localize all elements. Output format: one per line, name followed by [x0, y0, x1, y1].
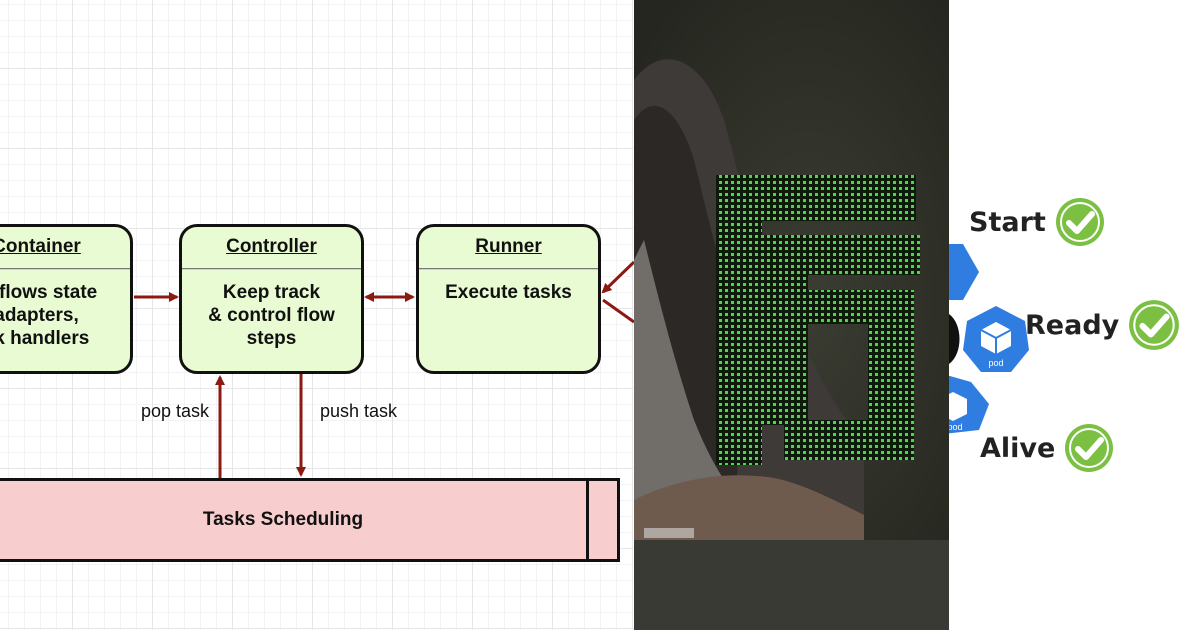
check-icon	[1055, 198, 1104, 246]
runner-node: Runner Execute tasks	[416, 224, 601, 374]
pop-task-label: pop task	[141, 401, 210, 421]
pod-icon: pod	[949, 375, 989, 434]
probe-alive: Alive	[980, 422, 1115, 474]
image-bottom-band	[634, 540, 949, 630]
pod-label: pod	[988, 358, 1003, 368]
controller-node: Controller Keep track & control flow ste…	[179, 224, 364, 374]
runner-node-body: Execute tasks	[445, 282, 572, 303]
scheduler-divider	[586, 481, 589, 559]
architecture-diagram-panel: Container re flows state adapters, sk ha…	[0, 0, 634, 630]
tasks-scheduling-label: Tasks Scheduling	[202, 509, 364, 530]
push-task-label: push task	[320, 401, 398, 421]
incoming-runner-arrow-upper	[601, 260, 634, 294]
runner-node-title: Runner	[419, 227, 598, 269]
pod-label: pod	[949, 422, 963, 432]
probe-alive-label: Alive	[980, 432, 1056, 464]
container-node-title: Container	[0, 227, 130, 269]
code-glyph-icon	[716, 175, 920, 465]
controller-node-title: Controller	[182, 227, 361, 269]
diagram-arrows	[134, 260, 634, 478]
probe-start-label: Start	[969, 206, 1046, 238]
hooded-figure-image-panel	[634, 0, 949, 630]
pod-edge-icon	[949, 314, 960, 364]
check-icon	[1129, 300, 1180, 350]
container-node: Container re flows state adapters, sk ha…	[0, 224, 133, 374]
container-node-body: re flows state adapters, sk handlers	[0, 282, 98, 349]
probe-ready-label: Ready	[1025, 309, 1120, 341]
incoming-runner-arrow-lower	[602, 298, 634, 324]
controller-node-body: Keep track & control flow steps	[208, 282, 335, 349]
pod-icon: pod	[963, 306, 1029, 372]
tasks-scheduling-node: Tasks Scheduling	[0, 478, 620, 562]
hooded-figure-image	[634, 0, 949, 540]
probe-start: Start	[969, 196, 1106, 248]
check-icon	[1065, 424, 1114, 472]
pod-icon	[949, 244, 979, 300]
probes-panel: pod pod Start Ready Alive	[949, 0, 1200, 630]
probe-ready: Ready	[1025, 298, 1181, 352]
